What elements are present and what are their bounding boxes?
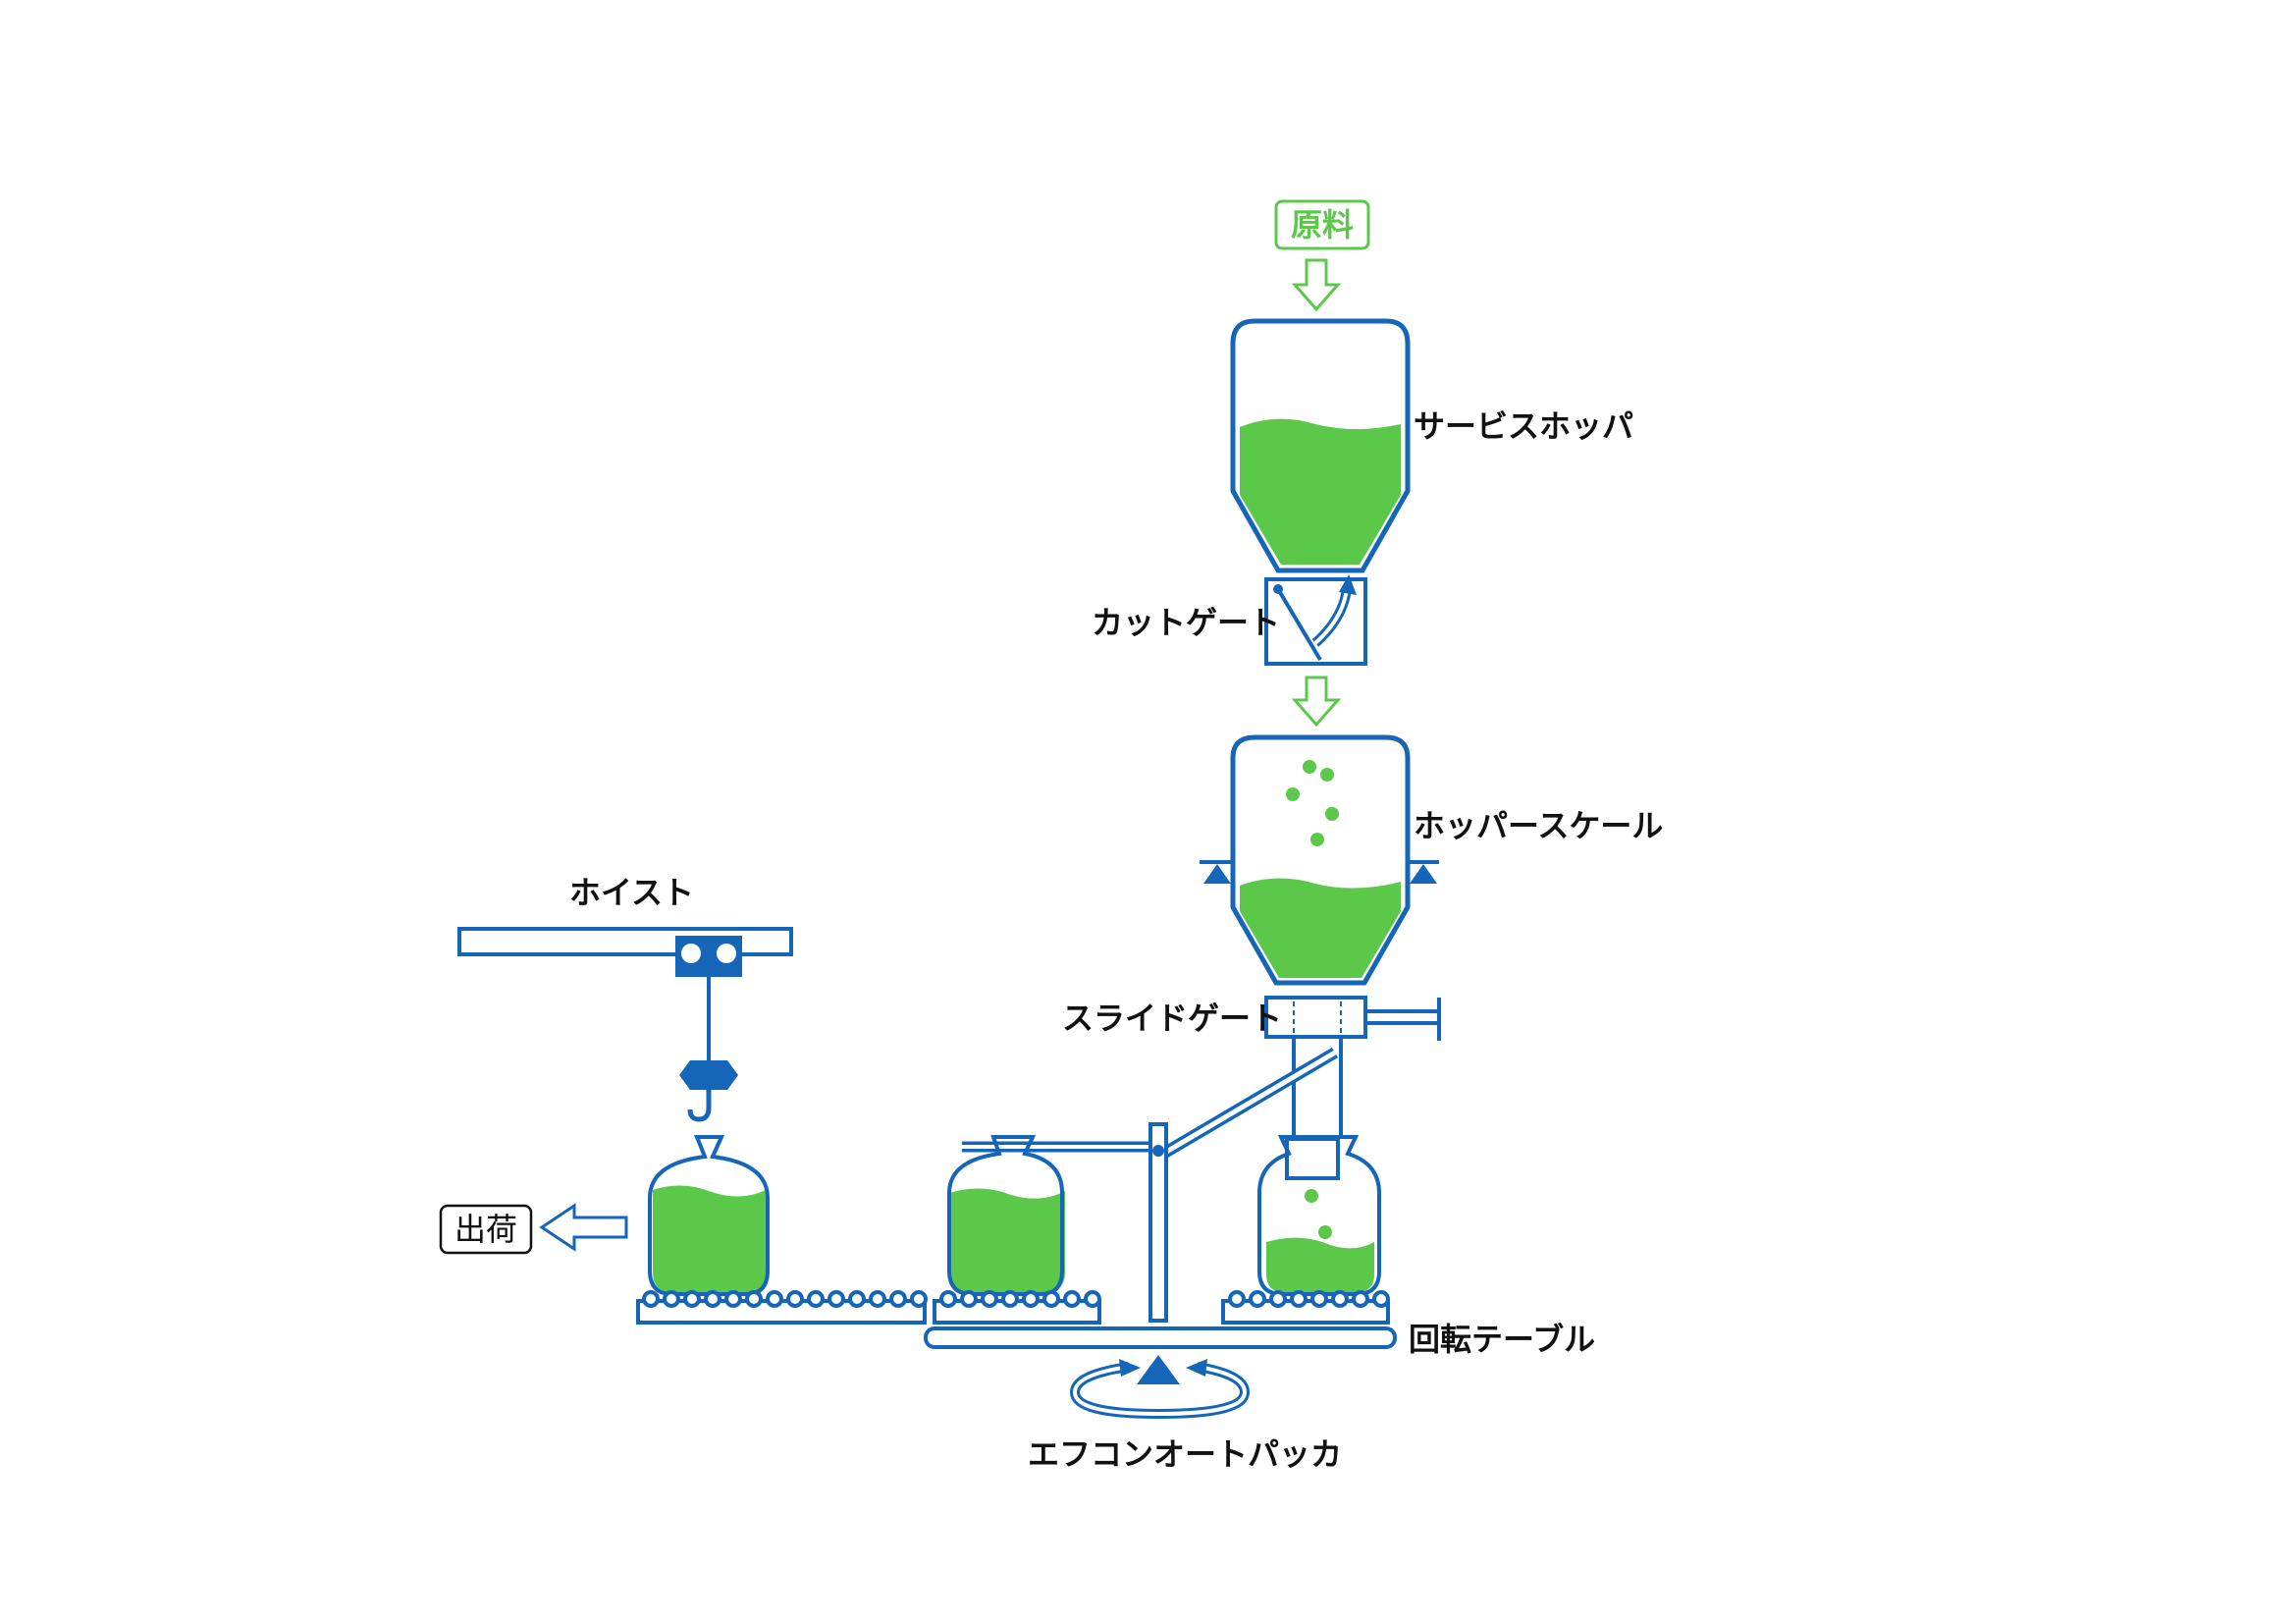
- shipping-arrow-icon: [539, 1203, 628, 1252]
- hopper-scale: [1200, 734, 1439, 986]
- hoist-hook-icon: [687, 1090, 712, 1122]
- service-hopper: [1230, 318, 1411, 573]
- hoist-label: ホイスト: [569, 874, 694, 911]
- slide-gate: [1264, 996, 1441, 1041]
- rotary-table-label: 回転テーブル: [1409, 1321, 1595, 1358]
- bag-clamp-arm: [962, 1047, 1339, 1323]
- right-roller-conveyor: [1221, 1290, 1390, 1325]
- cut-gate-flow-arrow-icon: [1291, 676, 1342, 728]
- hoist: [457, 927, 793, 1122]
- hoist-hook-block-icon: [679, 1060, 738, 1090]
- right-load-cell-icon: [1410, 864, 1437, 884]
- auto-packer-label: エフコンオートパッカ: [1028, 1435, 1342, 1473]
- middle-roller-conveyor: [933, 1290, 1101, 1325]
- shipping-label: 出荷: [454, 1211, 517, 1248]
- hopper-scale-label: ホッパースケール: [1414, 807, 1663, 844]
- shipping-box: 出荷: [439, 1204, 533, 1255]
- left-roller-conveyor: [636, 1290, 928, 1325]
- bag-middle: [947, 1135, 1065, 1296]
- rotary-table: [924, 1326, 1397, 1419]
- raw-material-box: 原料: [1274, 199, 1370, 250]
- cut-gate: [1264, 574, 1367, 666]
- gate-rotation-arrow-icon: [1339, 574, 1357, 595]
- service-hopper-label: サービスホッパ: [1414, 407, 1633, 445]
- bag-left: [648, 1135, 770, 1296]
- rotary-table-pivot-icon: [1137, 1355, 1180, 1384]
- left-load-cell-icon: [1203, 864, 1231, 884]
- raw-material-arrow-icon: [1291, 258, 1342, 312]
- cut-gate-label: カットゲート: [1092, 604, 1280, 641]
- raw-material-label: 原料: [1291, 206, 1354, 243]
- slide-gate-label: スライドゲート: [1062, 1000, 1282, 1037]
